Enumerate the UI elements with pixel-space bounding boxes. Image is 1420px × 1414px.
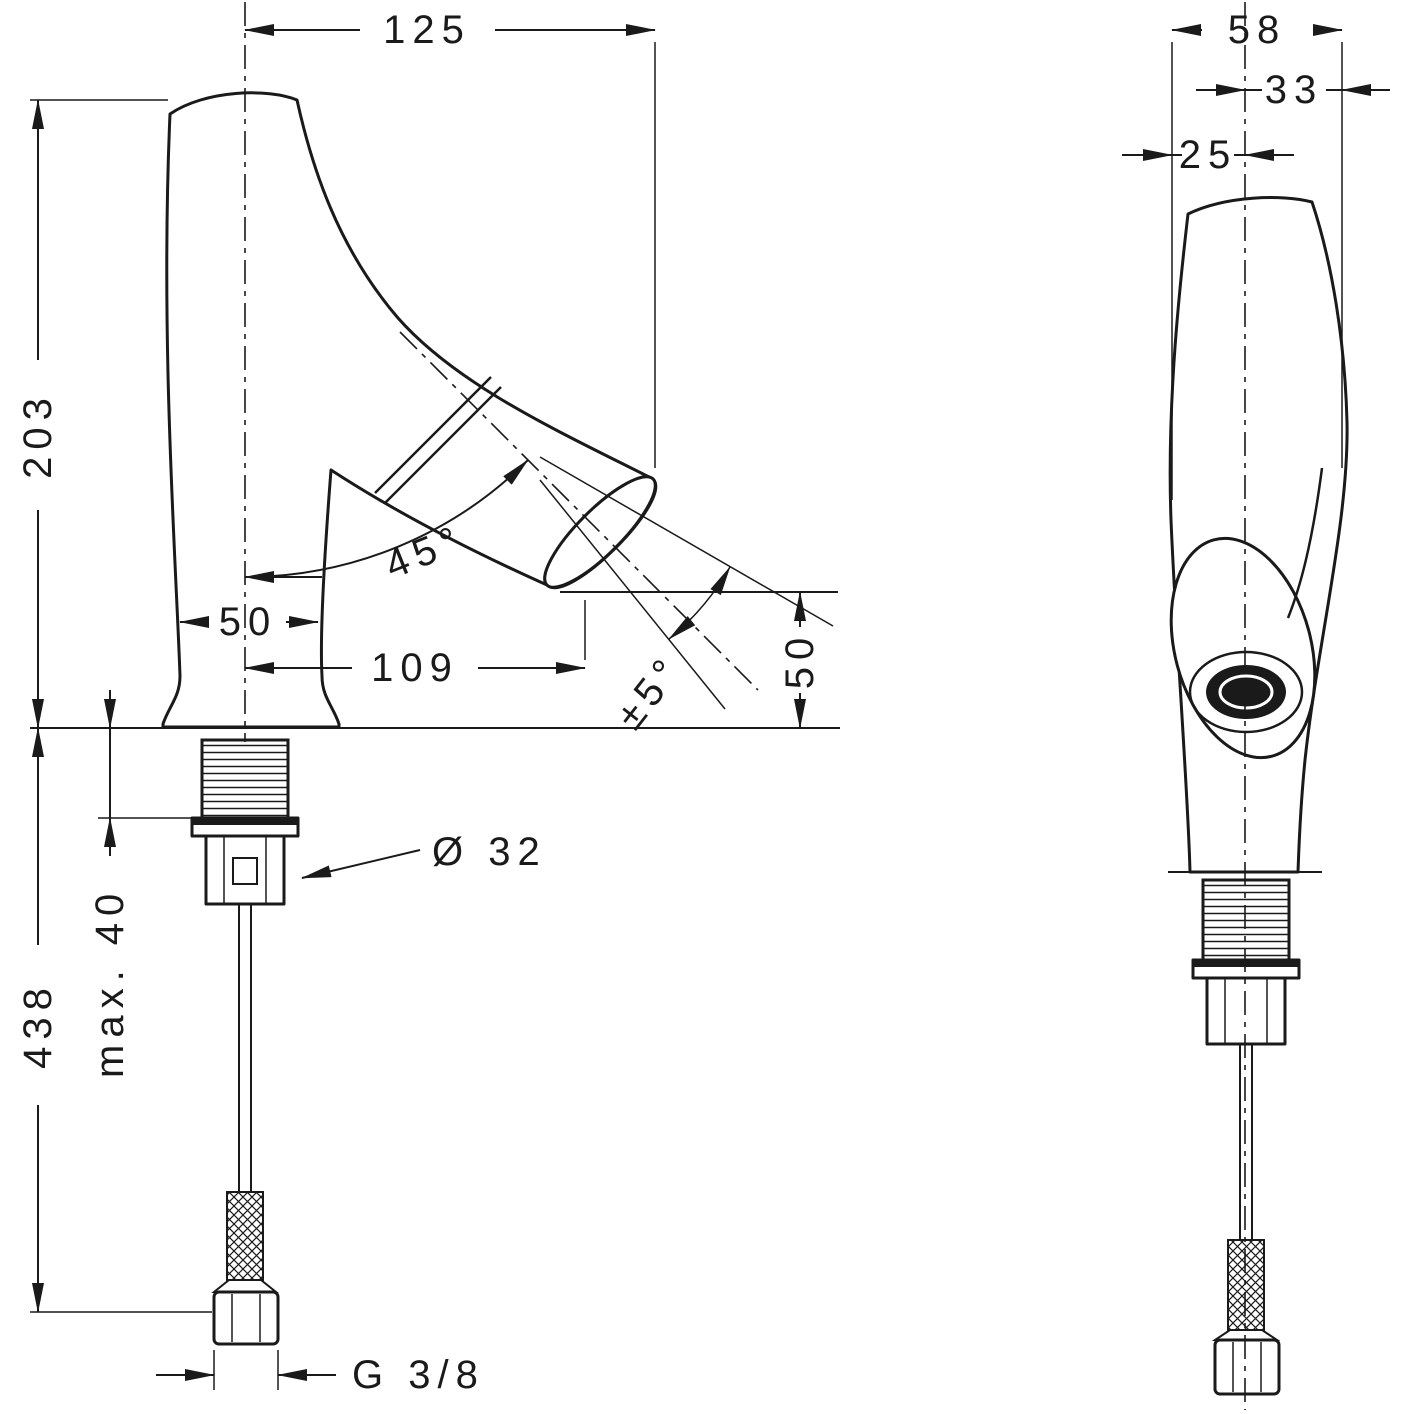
dim-front-of-center-label: 33: [1265, 68, 1324, 112]
mounting-nut-front: [204, 834, 286, 906]
dim-width-top: 125: [244, 8, 656, 468]
dim-height-spout: 203: [16, 99, 168, 729]
dim-base-width-label: 50: [219, 600, 278, 644]
aerator-highlight: [1218, 674, 1274, 710]
washer-band-side: [1193, 960, 1299, 967]
dim-height-total: 438: [16, 727, 212, 1313]
dim-mounting-max-label: max. 40: [88, 887, 132, 1078]
dim-swivel-range-label: ±5°: [608, 646, 693, 737]
front-shell-edge: [1286, 467, 1324, 619]
dim-depth-total-label: 58: [1228, 8, 1287, 52]
hose-nut-front: [212, 1290, 280, 1346]
faucet-body-side: [1168, 196, 1349, 874]
hose-nut-side: [1213, 1338, 1281, 1396]
mounting-hardware-side: [1168, 871, 1322, 1046]
dim-back-of-center: 25: [1122, 133, 1294, 177]
dim-depth-total: 58: [1171, 8, 1343, 500]
dim-connection-thread: G 3/8: [156, 1350, 485, 1397]
dim-base-width: 50: [179, 600, 319, 644]
supply-hose-side: [1211, 1044, 1281, 1396]
dim-height-spout-label: 203: [16, 391, 60, 479]
dim-spout-reach: 109: [244, 600, 586, 690]
dim-outlet-height-label: 50: [778, 631, 822, 690]
mounting-nut-side: [1205, 976, 1287, 1046]
mounting-hardware-front: [190, 738, 300, 906]
dim-outlet-height: 50: [778, 591, 822, 729]
aerator: [1206, 665, 1286, 719]
side-view: 58 33 25: [1122, 2, 1390, 1410]
callout-hole-diameter: Ø 32: [301, 830, 547, 879]
washer-band-front: [192, 818, 298, 825]
hose-nut-shoulder-front: [211, 1279, 279, 1293]
dim-back-of-center-label: 25: [1179, 133, 1238, 177]
faucet-outline-side: [1168, 196, 1349, 874]
dim-hole-diameter-label: Ø 32: [432, 830, 547, 874]
supply-hose-front: [211, 904, 280, 1346]
nut-detail: [232, 857, 258, 885]
dim-spout-reach-label: 109: [371, 646, 459, 690]
threaded-shank-front: [200, 738, 290, 820]
dim-mounting-max: max. 40: [88, 690, 192, 1078]
dim-height-total-label: 438: [16, 981, 60, 1069]
dim-width-top-label: 125: [383, 8, 471, 52]
braided-section-front: [226, 1191, 264, 1281]
dim-connection-thread-label: G 3/8: [352, 1353, 485, 1397]
dim-front-of-center: 33: [1196, 68, 1390, 112]
threaded-shank-side: [1201, 878, 1291, 962]
braided-section-side: [1227, 1239, 1265, 1331]
front-view: 125 203 438 max. 40 50: [16, 2, 840, 1397]
aerator-ring: [1188, 650, 1304, 734]
